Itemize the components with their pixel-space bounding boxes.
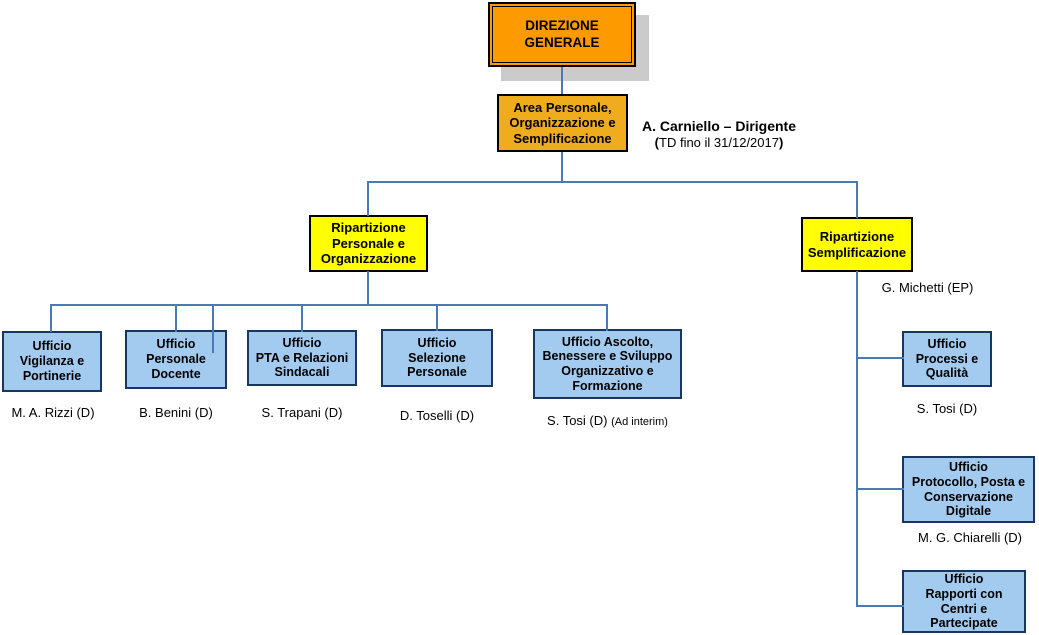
connector-stub-office-1 [50,304,52,332]
box-ripartizione-personale-label: Ripartizione Personale e Organizzazione [320,220,417,267]
connector-drop-right-ripartizione [856,181,858,218]
area-manager-term: (TD fino il 31/12/2017) [654,135,784,151]
box-direzione-generale-label: DIREZIONE GENERALE [524,18,600,50]
box-direzione-generale: DIREZIONE GENERALE [488,2,636,67]
manager-label-trapani: S. Trapani (D) [261,405,343,420]
connector-stub-office-3 [301,304,303,332]
box-ufficio-personale-docente: Ufficio Personale Docente [125,330,227,389]
box-ufficio-selezione: Ufficio Selezione Personale [381,329,493,387]
area-manager-name: A. Carniello – Dirigente [641,118,797,134]
connector-drop-left-ripartizione [367,181,369,216]
connector-left-ripartizione-down [367,271,369,306]
connector-root-area [561,67,563,95]
box-ufficio-vigilanza: Ufficio Vigilanza e Portinerie [2,331,102,392]
box-ufficio-pta: Ufficio PTA e Relazioni Sindacali [247,330,357,386]
box-ripartizione-semplificazione-label: Ripartizione Semplificazione [807,228,907,260]
box-ufficio-ascolto: Ufficio Ascolto, Benessere e Sviluppo Or… [533,329,682,399]
box-area-personale: Area Personale, Organizzazione e Semplif… [497,94,628,152]
connector-stub-right-office-1 [856,357,904,359]
box-ripartizione-semplificazione: Ripartizione Semplificazione [801,217,913,272]
manager-label-tosi-processi: S. Tosi (D) [916,401,978,416]
manager-label-michetti: G. Michetti (EP) [881,280,974,295]
connector-right-vertical [856,271,858,607]
connector-stub-office-5 [606,304,608,331]
area-manager-label: A. Carniello – Dirigente (TD fino il 31/… [633,118,805,151]
box-ufficio-protocollo: Ufficio Protocollo, Posta e Conservazion… [902,456,1035,523]
box-ufficio-rapporti: Ufficio Rapporti con Centri e Partecipat… [902,570,1026,633]
connector-stub-office-4 [436,304,438,331]
manager-label-benini: B. Benini (D) [139,405,213,420]
box-ripartizione-personale: Ripartizione Personale e Organizzazione [309,215,428,272]
manager-label-tosi-ascolto: S. Tosi (D) (Ad interim) [547,413,668,428]
manager-label-rizzi: M. A. Rizzi (D) [11,405,95,420]
connector-main-horizontal [367,181,858,183]
connector-left-horizontal [50,304,608,306]
connector-stub-right-office-2 [856,488,904,490]
connector-stub-right-office-3 [856,605,904,607]
box-area-personale-label: Area Personale, Organizzazione e Semplif… [509,99,616,146]
manager-label-toselli: D. Toselli (D) [399,408,475,423]
box-ufficio-processi: Ufficio Processi e Qualità [902,331,992,387]
connector-stub-stray [212,304,214,353]
connector-stub-office-2 [175,304,177,332]
manager-label-chiarelli: M. G. Chiarelli (D) [917,530,1022,545]
connector-area-down [561,151,563,182]
